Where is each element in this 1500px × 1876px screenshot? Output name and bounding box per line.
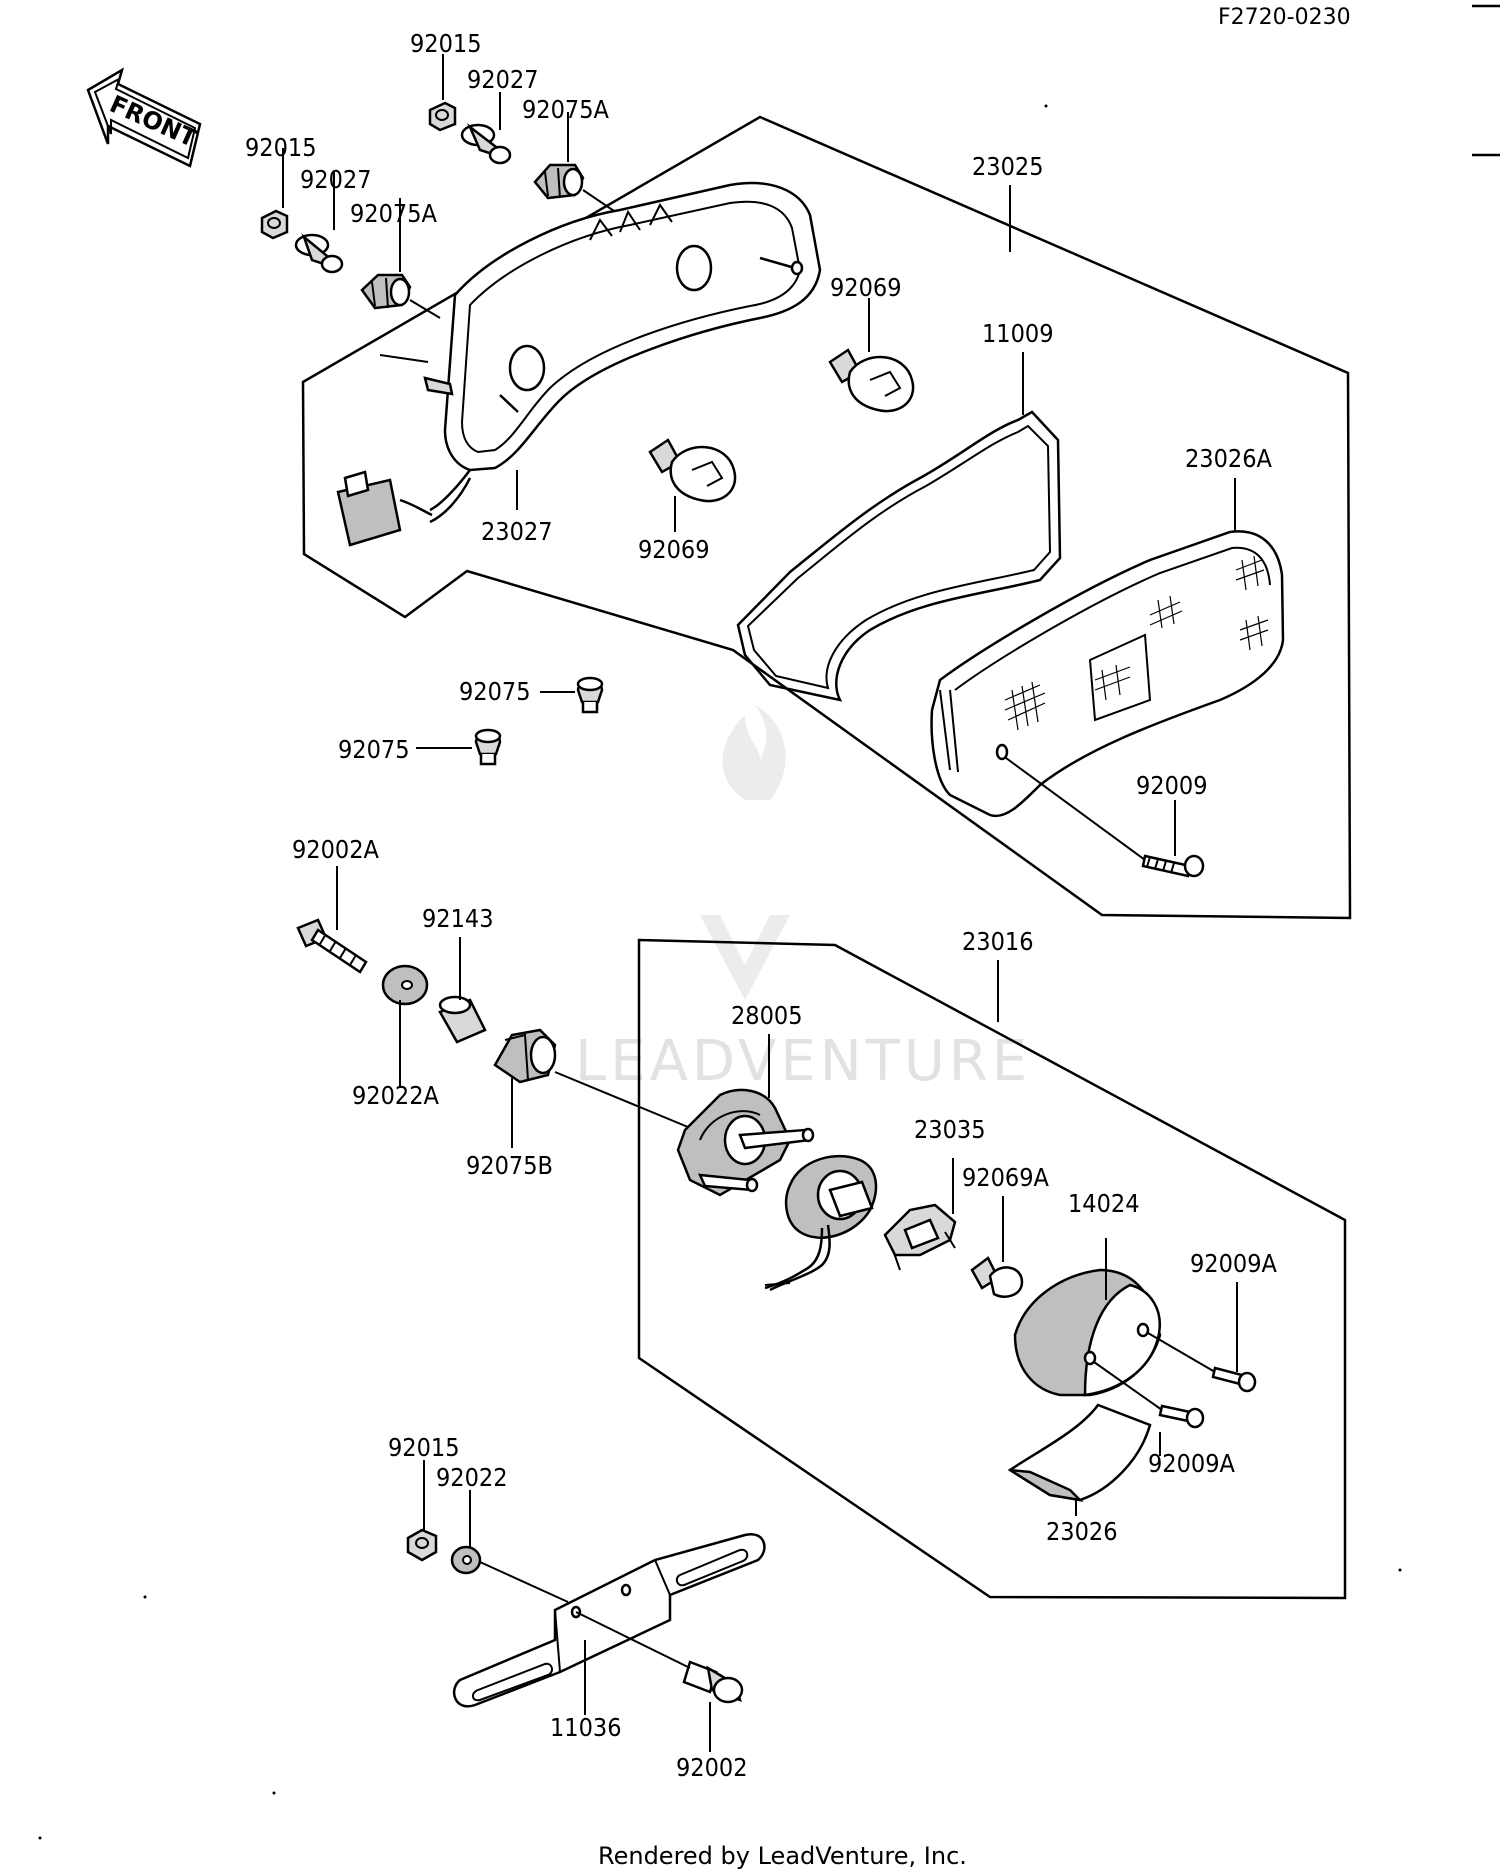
label-92015: 92015 xyxy=(410,29,482,58)
screw-92009 xyxy=(1005,757,1205,878)
collar-92143 xyxy=(438,995,487,1044)
label-11009: 11009 xyxy=(982,319,1054,348)
boundary-23016 xyxy=(637,938,1347,1600)
label-92075A: 92075A xyxy=(522,95,610,124)
bracket-11036 xyxy=(452,1532,766,1708)
watermark-text: LEADVENTURE xyxy=(575,1029,1031,1094)
label-92075: 92075 xyxy=(459,677,531,706)
leader-92075B-28005 xyxy=(554,1071,701,1133)
nut-92015-b xyxy=(260,209,289,240)
label-92027: 92027 xyxy=(467,65,539,94)
label-92022: 92022 xyxy=(436,1463,508,1492)
diagram-code: F2720-0230 xyxy=(1218,5,1351,30)
screw-92009A-b xyxy=(1093,1361,1205,1429)
washer-92022A xyxy=(381,964,429,1006)
watermark: LEADVENTURE xyxy=(575,705,1031,1094)
bulb-92069A xyxy=(970,1256,1024,1298)
label-92022A: 92022A xyxy=(352,1081,440,1110)
lens-23026A xyxy=(930,530,1285,818)
bulb-92069-b xyxy=(648,438,737,503)
label-92015: 92015 xyxy=(388,1433,460,1462)
screw-92009A-a xyxy=(1147,1332,1257,1393)
nut-92015-a xyxy=(428,101,457,132)
collar-92027-b xyxy=(294,233,344,274)
grommet-92075-b xyxy=(416,728,502,766)
label-92009A: 92009A xyxy=(1190,1249,1278,1278)
tail-light-base-23027 xyxy=(336,181,822,547)
socket-bracket-28005 xyxy=(676,1088,815,1197)
screw-92002A xyxy=(296,918,368,974)
label-23035: 23035 xyxy=(914,1115,986,1144)
bulb-socket xyxy=(764,1155,878,1292)
label-23026A: 23026A xyxy=(1185,444,1273,473)
bolt-92002 xyxy=(575,1611,744,1704)
label-23027: 23027 xyxy=(481,517,553,546)
grommet-92075B xyxy=(493,1028,557,1084)
gasket-11009 xyxy=(736,410,1062,702)
cover-14024 xyxy=(1013,1268,1162,1397)
label-92009A: 92009A xyxy=(1148,1449,1236,1478)
label-92075A: 92075A xyxy=(350,199,438,228)
footer-credit: Rendered by LeadVenture, Inc. xyxy=(598,1842,967,1870)
socket-clip-23035 xyxy=(883,1203,957,1271)
grommet-92075A-a xyxy=(533,163,585,200)
leader-92022-bracket xyxy=(479,1561,569,1603)
grommet-92075A-b xyxy=(360,273,412,310)
leaders-top-hardware xyxy=(282,54,621,363)
part-labels: 92015 92027 92075A 92015 92027 92075A 23… xyxy=(245,29,1278,1782)
label-23016: 23016 xyxy=(962,927,1034,956)
grommet-92075-a xyxy=(540,676,604,714)
washer-92022 xyxy=(450,1545,482,1575)
label-92069: 92069 xyxy=(830,273,902,302)
label-23025: 23025 xyxy=(972,152,1044,181)
label-92069A: 92069A xyxy=(962,1163,1050,1192)
label-14024: 14024 xyxy=(1068,1189,1140,1218)
scan-dots xyxy=(38,104,1402,1840)
label-92027: 92027 xyxy=(300,165,372,194)
collar-92027-a xyxy=(460,123,512,165)
label-11036: 11036 xyxy=(550,1713,622,1742)
front-arrow-icon: FRONT xyxy=(86,67,202,168)
label-92069: 92069 xyxy=(638,535,710,564)
label-92143: 92143 xyxy=(422,904,494,933)
label-92075B: 92075B xyxy=(466,1151,553,1180)
lens-23026 xyxy=(1007,1403,1152,1502)
nut-92015-c xyxy=(406,1528,438,1562)
label-92015: 92015 xyxy=(245,133,317,162)
label-23026: 23026 xyxy=(1046,1517,1118,1546)
leaders xyxy=(336,185,1238,1752)
label-28005: 28005 xyxy=(731,1001,803,1030)
label-92002: 92002 xyxy=(676,1753,748,1782)
label-92075: 92075 xyxy=(338,735,410,764)
boundary-23025 xyxy=(301,115,1352,920)
label-92009: 92009 xyxy=(1136,771,1208,800)
label-92002A: 92002A xyxy=(292,835,380,864)
bulb-92069-a xyxy=(828,348,915,413)
